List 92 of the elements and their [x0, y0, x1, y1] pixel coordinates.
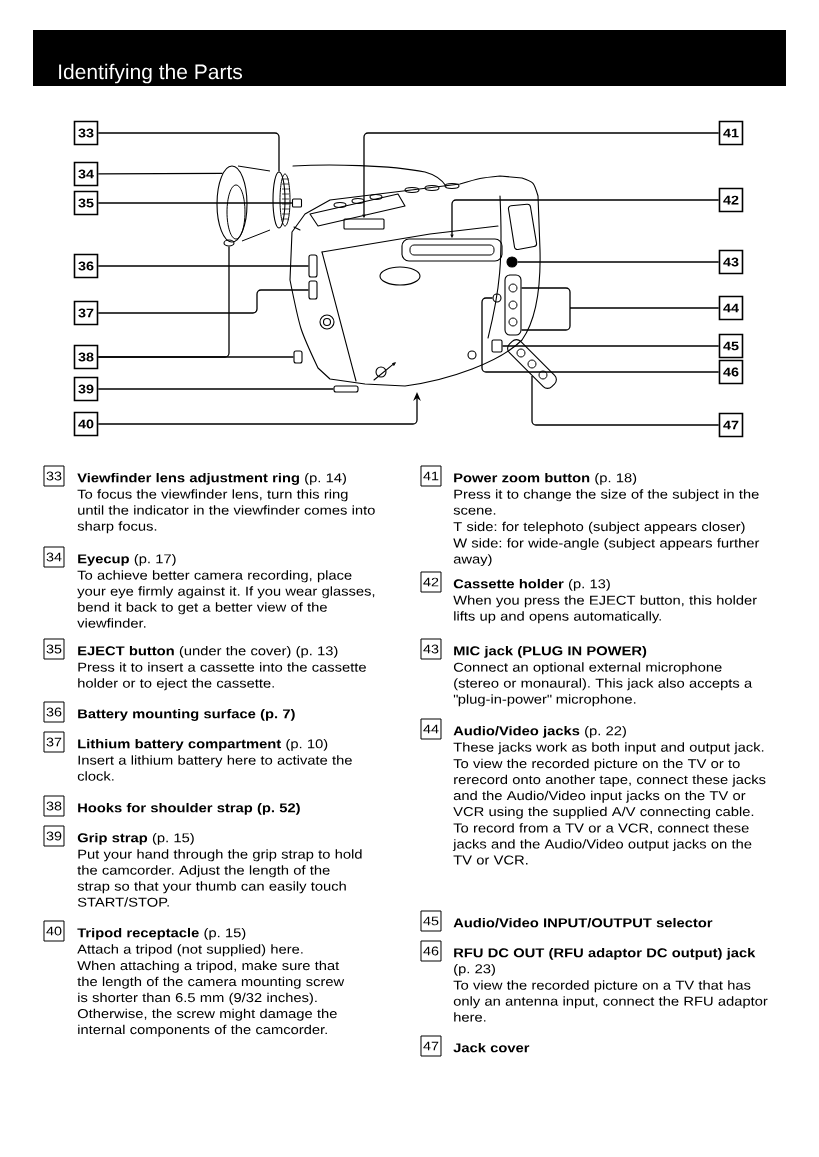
description-text: To achieve better camera recording, place your eye firmly against it. If you wear glasses, bend it back to get a better view of the viewfinder.: [77, 570, 375, 628]
leader-line: [481, 297, 720, 373]
selector-switch: [491, 339, 503, 353]
callout-number: 44: [718, 295, 744, 321]
title-banner: Identifying the Parts: [33, 30, 786, 86]
leader-line: [97, 265, 310, 267]
leader-line: [97, 245, 230, 358]
description-text: W side: for wide-angle (subject appears further away): [453, 538, 760, 567]
description-text: To record from a TV or a VCR, connect these jacks and the Audio/Video output jacks on the TV or VCR.: [452, 823, 752, 865]
leader-line: [531, 375, 720, 426]
leader-line: [501, 345, 720, 347]
callout-number: 34: [73, 161, 99, 187]
part-name: RFU DC OUT (RFU adaptor DC output) jack (p. 23): [454, 947, 756, 976]
leader-line: [97, 202, 293, 204]
part-name: Lithium battery compartment (p. 10): [78, 738, 328, 751]
zoom-button: [343, 218, 385, 230]
leader-line: [97, 289, 310, 314]
mic-jack: [506, 256, 518, 268]
part-name: Audio/Video jacks (p. 22): [453, 725, 626, 738]
callout-number: 40: [43, 920, 65, 942]
callout-number: 33: [43, 465, 65, 487]
callout-number: 42: [420, 571, 442, 593]
part-name: MIC jack (PLUG IN POWER): [454, 645, 647, 658]
callout-number: 47: [420, 1035, 442, 1057]
leader-line: [362, 132, 720, 218]
jack-panel: [504, 274, 522, 336]
leader-line: [450, 199, 720, 238]
leader-line: [516, 261, 720, 263]
part-name: Hooks for shoulder strap (p. 52): [78, 802, 300, 815]
strap-hook: [293, 350, 303, 364]
callout-number: 37: [43, 731, 65, 753]
part-name: Jack cover: [453, 1042, 530, 1053]
part-name: Power zoom button (p. 18): [454, 472, 637, 485]
callout-number: 35: [73, 190, 99, 216]
cassette-holder: [401, 238, 503, 262]
battery-compartment: [308, 280, 318, 300]
strap-hook: [223, 239, 235, 247]
callout-number: 38: [73, 344, 99, 370]
description-text: To view the recorded picture on the TV or to rerecord onto another tape, connect these jacks and the Audio/Video input jacks on the TV or VCR using the supplied A/V connecting cable.: [453, 758, 766, 819]
description-text: These jacks work as both input and output jack.: [453, 742, 764, 755]
focus-ring: [272, 171, 291, 229]
callout-number: 34: [43, 546, 65, 568]
callout-number: 36: [73, 253, 99, 279]
callout-number: 45: [420, 910, 442, 932]
description-text: To focus the viewfinder lens, turn this ring until the indicator in the viewfinder comes into sharp focus.: [77, 489, 375, 534]
description-text: Put your hand through the grip strap to hold the camcorder. Adjust the length of the strap so that your thumb can easily touch START/STOP.: [77, 849, 362, 907]
description-text: T side: for telephoto (subject appears closer): [453, 521, 745, 534]
part-name: Viewfinder lens adjustment ring (p. 14): [77, 472, 346, 485]
description-text: Connect an optional external microphone (stereo or monaural). This jack also accepts a "plug-in-power" microphone.: [453, 662, 753, 707]
callout-number: 43: [718, 249, 744, 275]
description-text: To view the recorded picture on a TV that has only an antenna input, connect the RFU adaptor here.: [453, 980, 768, 1022]
eject-button: [291, 198, 303, 208]
leader-line: [520, 287, 720, 331]
camcorder-drawing: [289, 164, 557, 393]
callout-number: 46: [718, 359, 744, 385]
callout-number: 38: [43, 795, 65, 817]
callout-number: 41: [718, 120, 744, 146]
description-text: Press it to change the size of the subject in the scene.: [453, 489, 759, 515]
jack-cover: [516, 348, 548, 380]
callout-number: 39: [43, 825, 65, 847]
leader-line: [97, 132, 280, 173]
part-name: Audio/Video INPUT/OUTPUT selector: [453, 917, 713, 928]
callout-number: 41: [420, 465, 442, 487]
callout-number: 47: [718, 412, 744, 438]
battery-mount: [308, 254, 318, 278]
callout-number: 43: [420, 638, 442, 660]
description-text: Insert a lithium battery here to activate the clock.: [77, 755, 352, 781]
grip-strap: [333, 385, 359, 393]
part-name: EJECT button (under the cover) (p. 13): [78, 645, 338, 658]
part-name: Tripod receptacle (p. 15): [77, 927, 246, 940]
callout-number: 33: [73, 120, 99, 146]
leader-line: [97, 388, 335, 390]
part-name: Battery mounting surface (p. 7): [78, 708, 295, 721]
description-text: When you press the EJECT button, this holder lifts up and opens automatically.: [453, 595, 757, 624]
callout-number: 45: [718, 333, 744, 359]
callout-number: 46: [420, 940, 442, 962]
callout-number: 44: [420, 718, 442, 740]
callout-number: 39: [73, 376, 99, 402]
eyecup: [216, 165, 271, 243]
description-text: Press it to insert a cassette into the cassette holder or to eject the cassette.: [78, 662, 366, 691]
description-text: When attaching a tripod, make sure that the length of the camera mounting screw is shorter than 6.5 mm (9/32 inches). Otherwise, the screw might damage the internal components of the camcorder.: [77, 960, 345, 1037]
part-name: Grip strap (p. 15): [77, 832, 194, 845]
callout-number: 36: [43, 701, 65, 723]
callout-number: 37: [73, 300, 99, 326]
leader-line: [97, 172, 224, 175]
part-name: Cassette holder (p. 13): [453, 578, 610, 591]
callout-number: 40: [73, 411, 99, 437]
callout-number: 35: [43, 638, 65, 660]
part-name: Eyecup (p. 17): [78, 553, 176, 566]
description-text: Attach a tripod (not supplied) here.: [77, 944, 303, 957]
callout-number: 42: [718, 187, 744, 213]
rfu-jack: [492, 293, 502, 303]
